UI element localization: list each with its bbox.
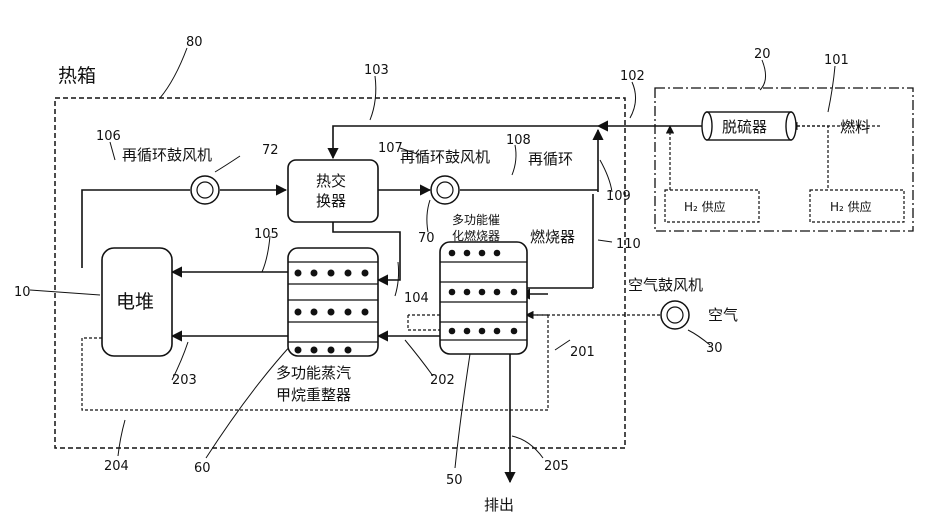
- recirc-label: 再循环: [528, 150, 573, 168]
- ref-50: 50: [446, 473, 463, 488]
- ref-108: 108: [506, 133, 531, 148]
- hotbox-label: 热箱: [58, 65, 96, 87]
- ref-105: 105: [254, 227, 279, 242]
- ref-109: 109: [606, 189, 631, 204]
- heat-exchanger-label-1: 热交: [316, 172, 346, 190]
- ref-201: 201: [570, 345, 595, 360]
- ref-205: 205: [544, 459, 569, 474]
- ref-203: 203: [172, 373, 197, 388]
- ref-10: 10: [14, 285, 31, 300]
- heat-exchanger-box: [288, 160, 378, 222]
- fuel-label: 燃料: [840, 118, 870, 136]
- ref-70: 70: [418, 231, 435, 246]
- ref-104: 104: [404, 291, 429, 306]
- ref-80: 80: [186, 35, 203, 50]
- ref-110: 110: [616, 237, 641, 252]
- stack-label: 电堆: [116, 291, 154, 313]
- h2-supply-label-2: H₂ 供应: [830, 199, 872, 214]
- ref-102: 102: [620, 69, 645, 84]
- recirc-blower-a-label: 再循环鼓风机: [122, 146, 212, 164]
- catalytic-burner-vessel: [440, 242, 527, 354]
- heat-exchanger-label-2: 换器: [316, 192, 346, 210]
- h2-supply-label-1: H₂ 供应: [684, 199, 726, 214]
- reformer-vessel: [288, 248, 378, 356]
- reformer-label-2: 甲烷重整器: [276, 386, 351, 404]
- air-blower-30: [661, 301, 689, 329]
- ref-103: 103: [364, 63, 389, 78]
- burner-label: 燃烧器: [530, 228, 575, 246]
- desulfurizer-label: 脱硫器: [722, 118, 767, 136]
- ref-101: 101: [824, 53, 849, 68]
- ref-72: 72: [262, 143, 279, 158]
- exhaust-label: 排出: [484, 496, 514, 514]
- ref-30: 30: [706, 341, 723, 356]
- ref-204: 204: [104, 459, 129, 474]
- air-blower-label: 空气鼓风机: [628, 276, 703, 294]
- multi-cat-label-1: 多功能催: [452, 213, 500, 227]
- ref-106: 106: [96, 129, 121, 144]
- flow-lines: [82, 126, 705, 482]
- air-label: 空气: [708, 306, 738, 324]
- recirc-blower-72: [191, 176, 219, 204]
- ref-202: 202: [430, 373, 455, 388]
- recirc-blower-b-label: 再循环鼓风机: [400, 148, 490, 166]
- reformer-label-1: 多功能蒸汽: [276, 364, 351, 382]
- recirc-blower-70: [431, 176, 459, 204]
- ref-60: 60: [194, 461, 211, 476]
- multi-cat-label-2: 化燃烧器: [452, 228, 500, 243]
- ref-20: 20: [754, 47, 771, 62]
